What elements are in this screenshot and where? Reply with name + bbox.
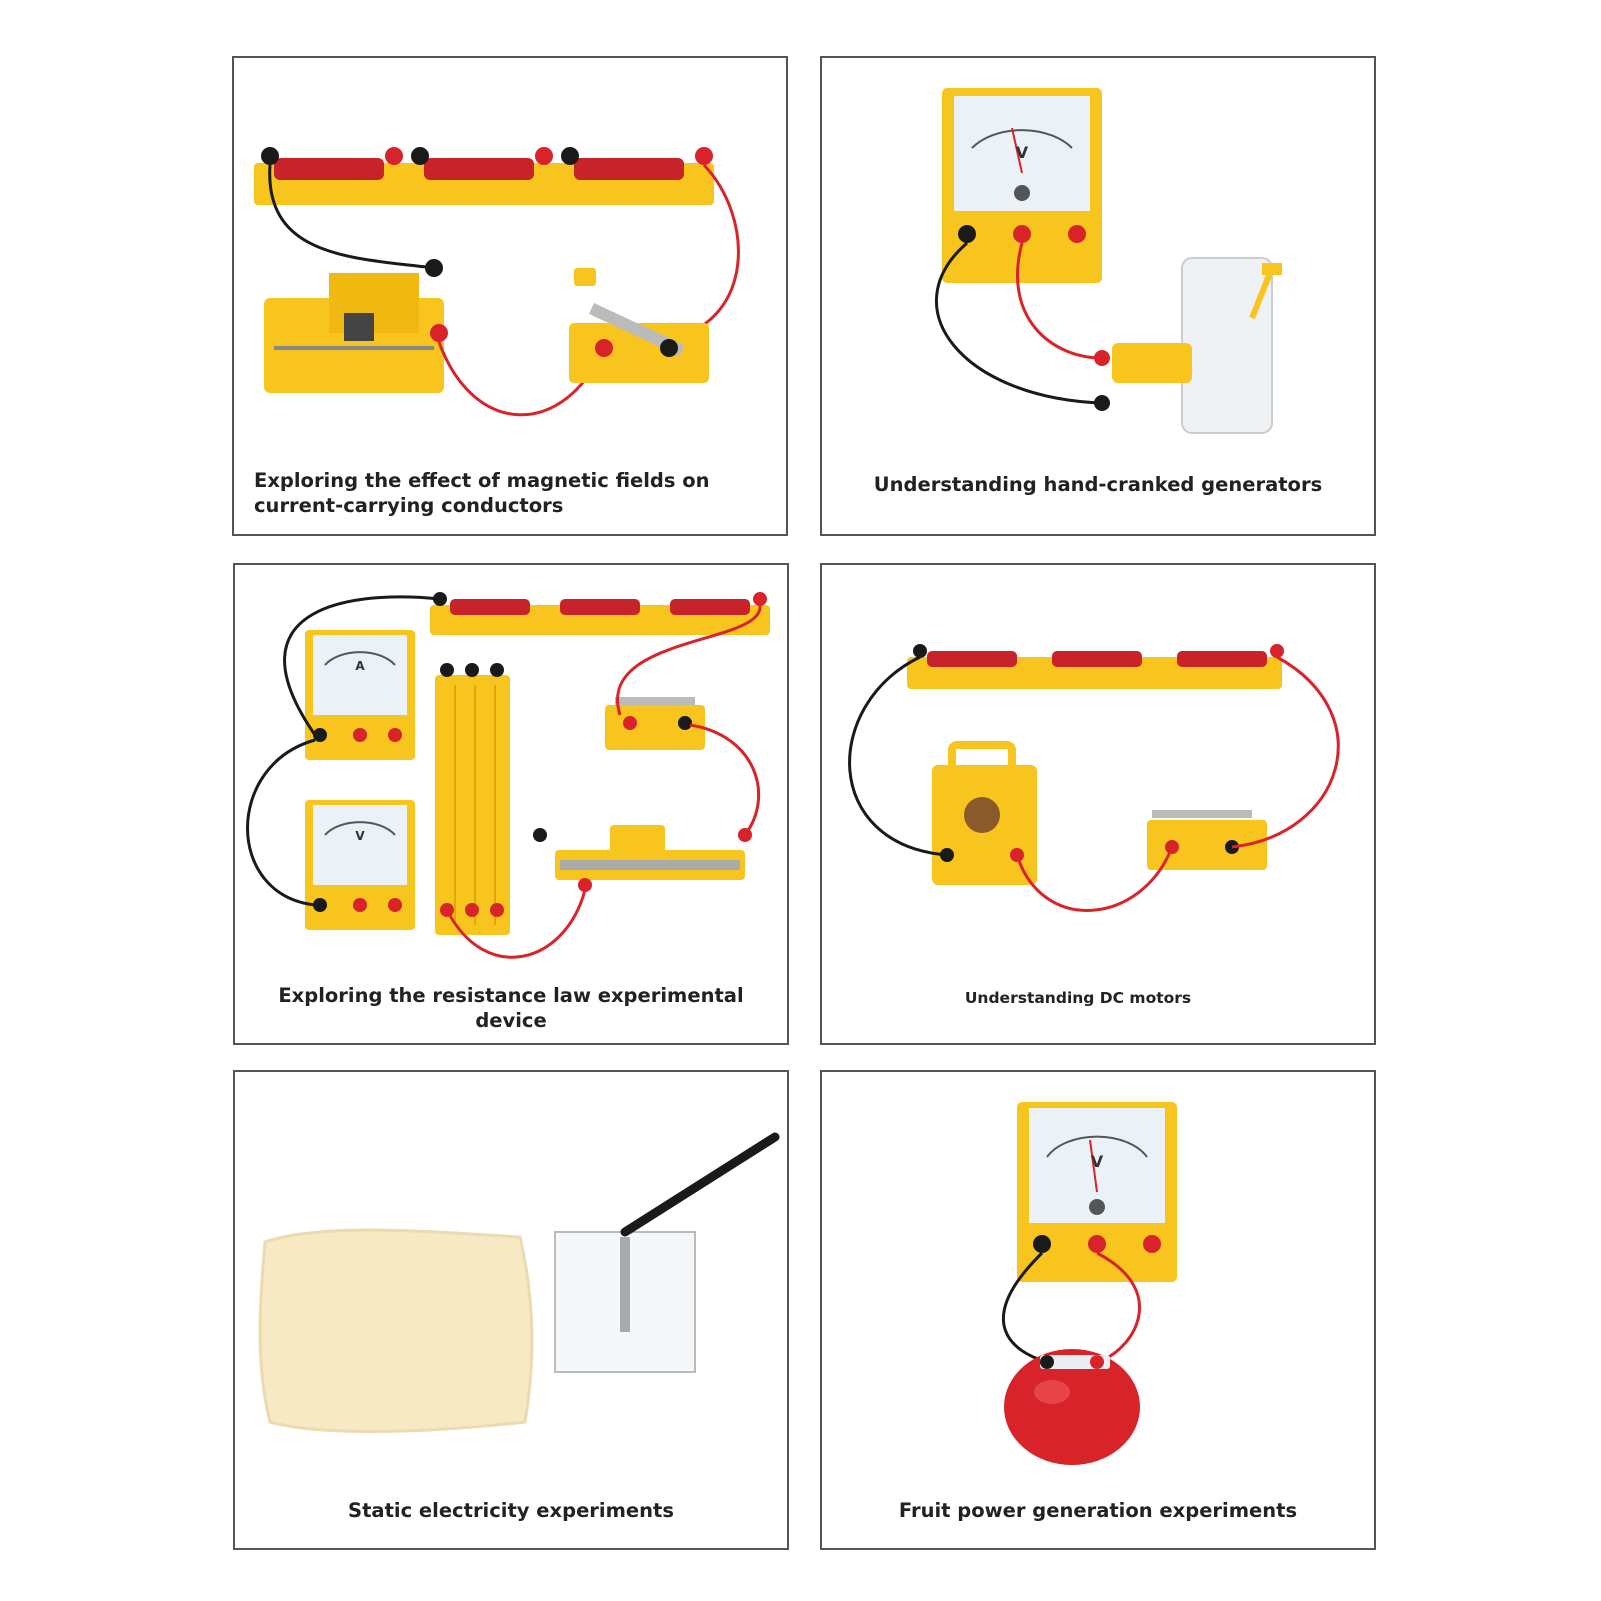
battery-holder <box>907 644 1284 689</box>
static-electricity-illustration <box>258 1132 780 1433</box>
knife-switch <box>1147 810 1267 870</box>
panel-magnetic-field: Exploring the effect of magnetic fields … <box>232 56 788 536</box>
sliding-rheostat <box>533 825 752 892</box>
panel-static-electricity: Static electricity experiments <box>233 1070 789 1550</box>
voltmeter: V <box>1017 1102 1177 1282</box>
wool-cloth <box>258 1228 534 1433</box>
ammeter-letter: A <box>355 659 365 673</box>
caption-fruit-power: Fruit power generation experiments <box>898 1499 1298 1522</box>
voltmeter: V <box>942 88 1102 283</box>
magnet-stand <box>264 259 448 393</box>
panel-resistance-law: A V <box>233 563 789 1045</box>
voltmeter-letter: V <box>355 829 365 843</box>
caption-static-electricity: Static electricity experiments <box>348 1499 674 1522</box>
battery-holder <box>254 147 714 205</box>
voltmeter-letter: V <box>1091 1152 1104 1171</box>
caption-hand-cranked-generator: Understanding hand-cranked generators <box>873 473 1323 496</box>
caption-resistance-law: Exploring the resistance law experimenta… <box>278 984 744 1032</box>
voltmeter: V <box>305 800 415 930</box>
panel-dc-motor: Understanding DC motors <box>820 563 1376 1045</box>
panel-hand-cranked-generator: V Understanding hand-cranked generators <box>820 56 1376 536</box>
caption-magnetic-field: Exploring the effect of magnetic fields … <box>254 469 710 517</box>
voltmeter-letter: V <box>1016 143 1029 162</box>
electroscope <box>554 1231 696 1373</box>
charged-rod <box>620 1132 780 1237</box>
generator-apparatus-illustration: V <box>935 88 1282 434</box>
apple-fruit <box>1004 1349 1140 1465</box>
hand-crank-generator <box>1094 257 1282 434</box>
magnetic-field-apparatus-illustration <box>254 147 740 417</box>
resistance-wire-board <box>435 663 510 935</box>
fruit-power-illustration: V <box>1002 1102 1177 1465</box>
caption-dc-motor: Understanding DC motors <box>964 989 1192 1007</box>
ammeter: A <box>305 630 415 760</box>
dc-motor-apparatus-illustration <box>848 644 1340 912</box>
knife-switch <box>569 268 709 383</box>
knife-switch <box>605 697 705 750</box>
dc-motor <box>932 741 1037 885</box>
panel-fruit-power: V Fruit power generation experiments <box>820 1070 1376 1550</box>
battery-holder <box>430 592 770 635</box>
resistance-law-apparatus-illustration: A V <box>246 592 770 959</box>
